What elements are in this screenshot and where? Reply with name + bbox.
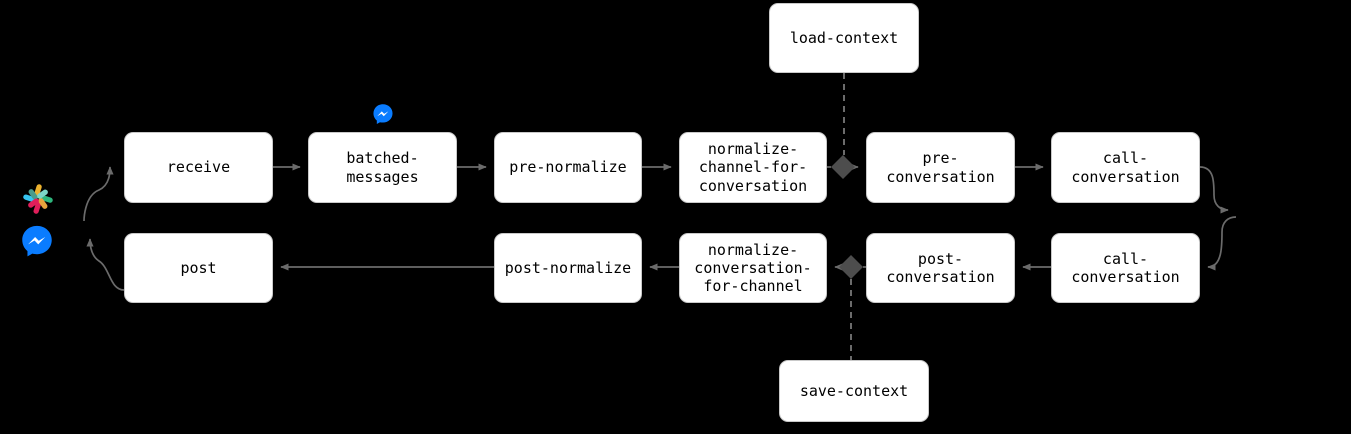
node-batched-messages[interactable]: batched- messages: [308, 132, 457, 203]
junction-top-diamond: [831, 155, 855, 179]
edge-sources-to-receive: [83, 166, 114, 222]
edge-callconv-top-loop: [1199, 166, 1229, 214]
slack-logo: [20, 181, 56, 217]
node-normalize-channel-for-conversation[interactable]: normalize- channel-for- conversation: [679, 132, 827, 203]
node-receive[interactable]: receive: [124, 132, 273, 203]
junction-diamonds: [831, 155, 863, 279]
node-call-conversation-top[interactable]: call- conversation: [1051, 132, 1200, 203]
node-post-normalize[interactable]: post-normalize: [494, 233, 642, 303]
node-normalize-conversation-for-channel[interactable]: normalize- conversation- for-channel: [679, 233, 827, 303]
messenger-badge-icon: [372, 103, 394, 125]
node-call-conversation-bottom[interactable]: call- conversation: [1051, 233, 1200, 303]
node-load-context[interactable]: load-context: [769, 3, 919, 73]
node-post-conversation[interactable]: post- conversation: [866, 233, 1015, 303]
edge-post-to-sources: [86, 238, 125, 291]
edge-loop-to-callconv-bottom: [1207, 216, 1237, 271]
node-pre-normalize[interactable]: pre-normalize: [494, 132, 642, 203]
node-post[interactable]: post: [124, 233, 273, 303]
node-save-context[interactable]: save-context: [779, 360, 929, 422]
junction-bottom-diamond: [839, 255, 863, 279]
messenger-logo: [20, 224, 54, 258]
node-pre-conversation[interactable]: pre- conversation: [866, 132, 1015, 203]
